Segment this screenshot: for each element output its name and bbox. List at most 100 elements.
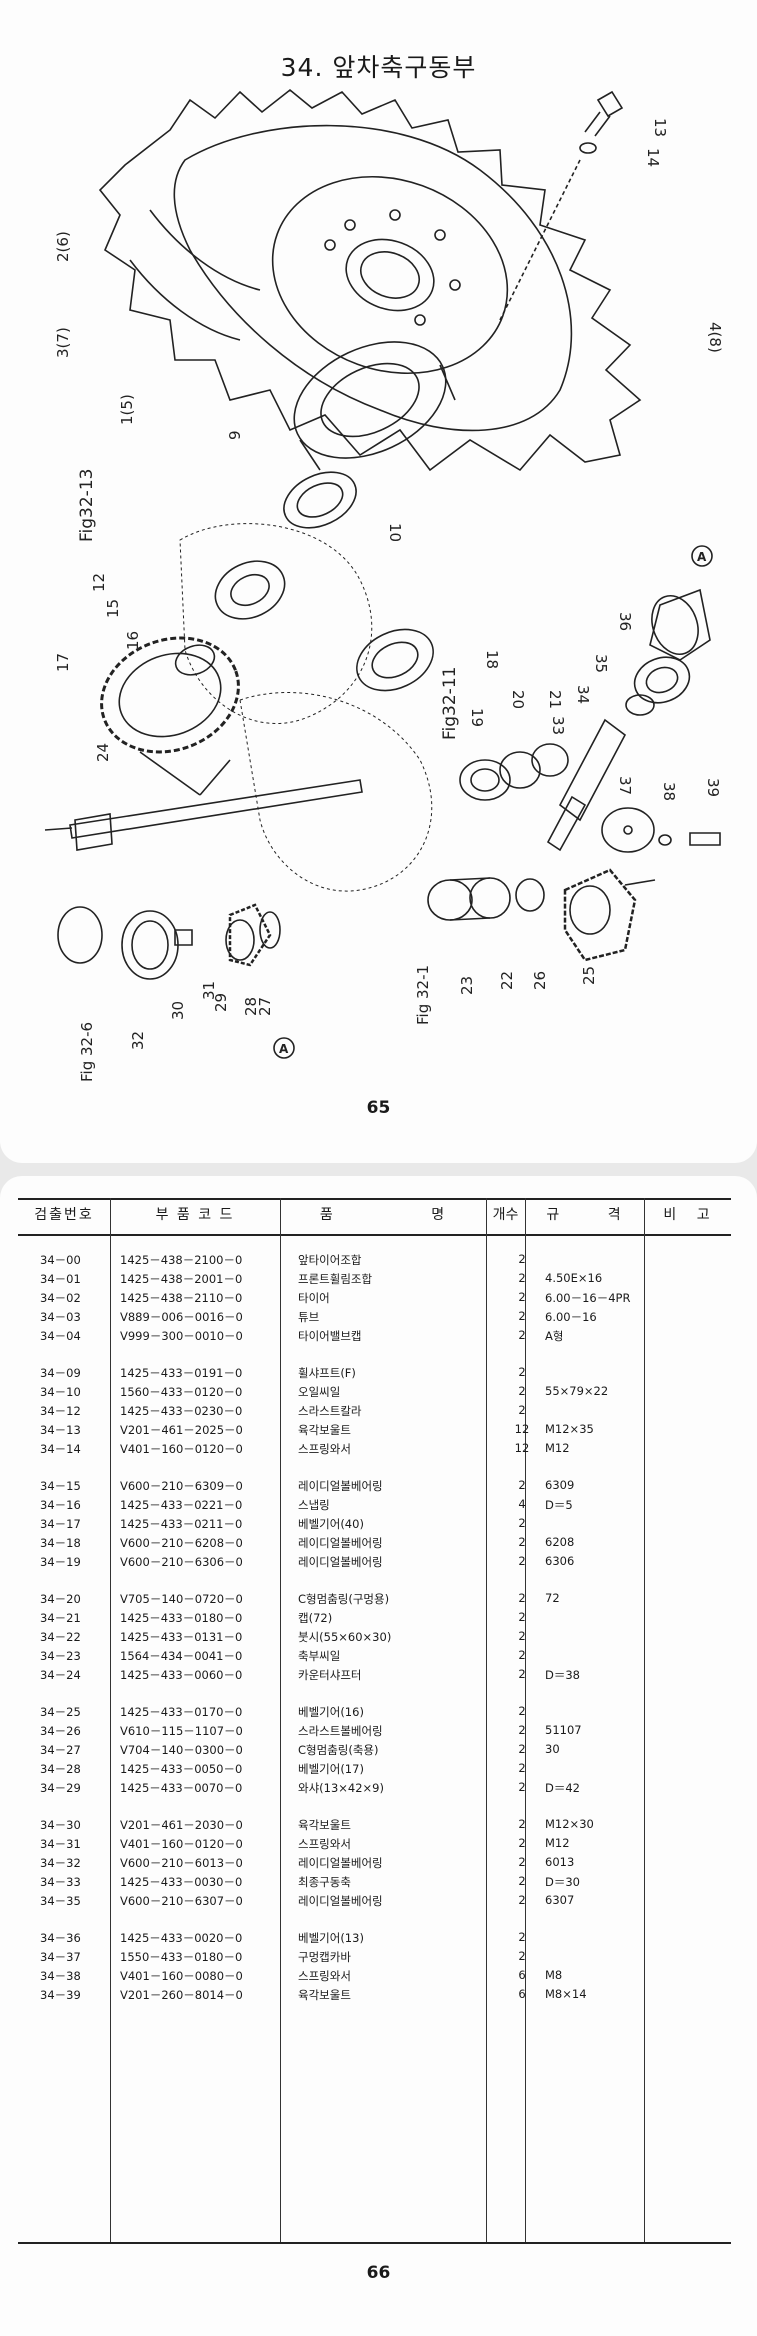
part-number: 34－03 (40, 1310, 81, 1324)
callout-15: 15 (104, 599, 122, 618)
part-code: V201－461－2025－0 (120, 1423, 243, 1437)
callout-39: 39 (704, 778, 722, 797)
part-qty: 2 (518, 1667, 526, 1681)
part-code: 1425－433－0221－0 (120, 1498, 243, 1512)
part-name: 레이디얼볼베어링 (298, 1555, 383, 1569)
header-spec: 규 격 (546, 1207, 623, 1223)
part-number: 34－31 (40, 1837, 81, 1851)
part-number: 34－32 (40, 1856, 81, 1870)
part-spec: 6306 (545, 1554, 575, 1568)
part-number: 34－15 (40, 1479, 81, 1493)
part-spec: 4.50E×16 (545, 1271, 603, 1285)
fig-ref-32-1: Fig 32-1 (414, 965, 432, 1025)
part-code: V401－160－0120－0 (120, 1442, 243, 1456)
part-code: V600－210－6208－0 (120, 1536, 243, 1550)
part-name: C형멈춤링(구멍용) (298, 1592, 390, 1606)
part-code: 1564－434－0041－0 (120, 1649, 243, 1663)
part-qty: 2 (518, 1309, 526, 1323)
part-code: V600－210－6309－0 (120, 1479, 243, 1493)
part-code: V705－140－0720－0 (120, 1592, 243, 1606)
part-spec: M8 (545, 1968, 563, 1982)
part-name: 육각보울트 (298, 1423, 351, 1437)
part-qty: 2 (518, 1836, 526, 1850)
part-name: 붓시(55×60×30) (298, 1630, 392, 1644)
part-number: 34－30 (40, 1818, 81, 1832)
callout-12: 12 (90, 573, 108, 592)
part-number: 34－27 (40, 1743, 81, 1757)
callout-3: 3(7) (54, 327, 72, 358)
part-number: 34－28 (40, 1762, 81, 1776)
table-row: 34－19 V600－210－6306－0 레이디얼볼베어링 2 6306 (18, 1552, 731, 1571)
part-qty: 2 (518, 1723, 526, 1737)
part-qty: 12 (514, 1422, 530, 1436)
part-spec: 55×79×22 (545, 1384, 609, 1398)
cover-37 (601, 807, 721, 853)
part-qty: 2 (518, 1893, 526, 1907)
part-spec: 6309 (545, 1478, 575, 1492)
part-number: 34－18 (40, 1536, 81, 1550)
callout-26: 26 (531, 971, 549, 990)
gear-36 (625, 588, 711, 716)
part-qty: 6 (518, 1968, 526, 1982)
part-name: 베벨기어(17) (298, 1762, 364, 1776)
part-name: 오일씨일 (298, 1385, 341, 1399)
callout-33: 33 (549, 716, 567, 735)
fig-ref-32-13: Fig32-13 (77, 469, 97, 542)
rings-22-26 (427, 877, 545, 921)
part-number: 34－24 (40, 1668, 81, 1682)
part-qty: 2 (518, 1761, 526, 1775)
part-number: 34－19 (40, 1555, 81, 1569)
part-name: 카운터샤프터 (298, 1668, 362, 1682)
part-qty: 2 (518, 1554, 526, 1568)
part-qty: 2 (518, 1328, 526, 1342)
part-code: V704－140－0300－0 (120, 1743, 243, 1757)
part-spec: 30 (545, 1742, 560, 1756)
part-name: C형멈춤링(축용) (298, 1743, 379, 1757)
part-number: 34－21 (40, 1611, 81, 1625)
part-qty: 2 (518, 1403, 526, 1417)
part-spec: M12 (545, 1836, 570, 1850)
part-name: 레이디얼볼베어링 (298, 1856, 383, 1870)
part-qty: 2 (518, 1535, 526, 1549)
page-number: 66 (366, 2263, 391, 2283)
callout-23: 23 (458, 976, 476, 995)
callout-28: 28 (242, 997, 260, 1016)
callout-32: 32 (129, 1031, 147, 1050)
rings-19-21 (459, 743, 569, 801)
part-number: 34－22 (40, 1630, 81, 1644)
part-name: 육각보울트 (298, 1988, 351, 2002)
part-spec: M8×14 (545, 1987, 587, 2001)
part-name: 타이어 (298, 1291, 330, 1305)
part-qty: 2 (518, 1855, 526, 1869)
part-name: 와샤(13×42×9) (298, 1781, 384, 1795)
part-qty: 2 (518, 1704, 526, 1718)
callout-37: 37 (616, 776, 634, 795)
part-code: V600－210－6306－0 (120, 1555, 243, 1569)
part-code: 1425－433－0180－0 (120, 1611, 243, 1625)
part-qty: 2 (518, 1384, 526, 1398)
part-code: 1425－433－0211－0 (120, 1517, 243, 1531)
bevel-gear-25 (563, 868, 656, 962)
callout-35: 35 (592, 654, 610, 673)
part-code: 1425－433－0030－0 (120, 1875, 243, 1889)
bearing-18 (356, 628, 434, 692)
callout-4: 4(8) (706, 322, 724, 353)
part-name: 베벨기어(16) (298, 1705, 364, 1719)
part-spec: M12×35 (545, 1422, 594, 1436)
callout-20: 20 (509, 690, 527, 709)
bearing-15 (214, 560, 286, 620)
